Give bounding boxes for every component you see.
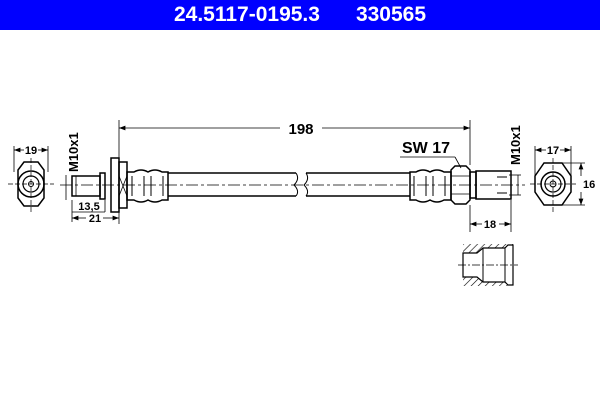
dim-21: 21 (89, 213, 101, 225)
left-end-view: 19 (8, 145, 54, 212)
part-number: 24.5117-0195.3 (173, 3, 320, 26)
wrench-size-label: SW 17 (402, 140, 450, 157)
dim-13-5: 13,5 (78, 201, 99, 213)
dim-19: 19 (25, 145, 37, 157)
hose-body (60, 172, 525, 197)
dim-16: 16 (583, 179, 595, 191)
dim-length: 198 (288, 121, 313, 138)
right-fitting (409, 165, 512, 205)
right-end-view: 17 16 (530, 145, 595, 212)
thread-label-right: M10x1 (508, 125, 523, 165)
section-detail (458, 244, 518, 286)
dim-17: 17 (547, 145, 559, 157)
title-bar: 24.5117-0195.3 330565 (0, 0, 600, 30)
dim-18: 18 (484, 219, 496, 231)
thread-label-left: M10x1 (66, 132, 81, 172)
reference-number: 330565 (355, 3, 427, 26)
